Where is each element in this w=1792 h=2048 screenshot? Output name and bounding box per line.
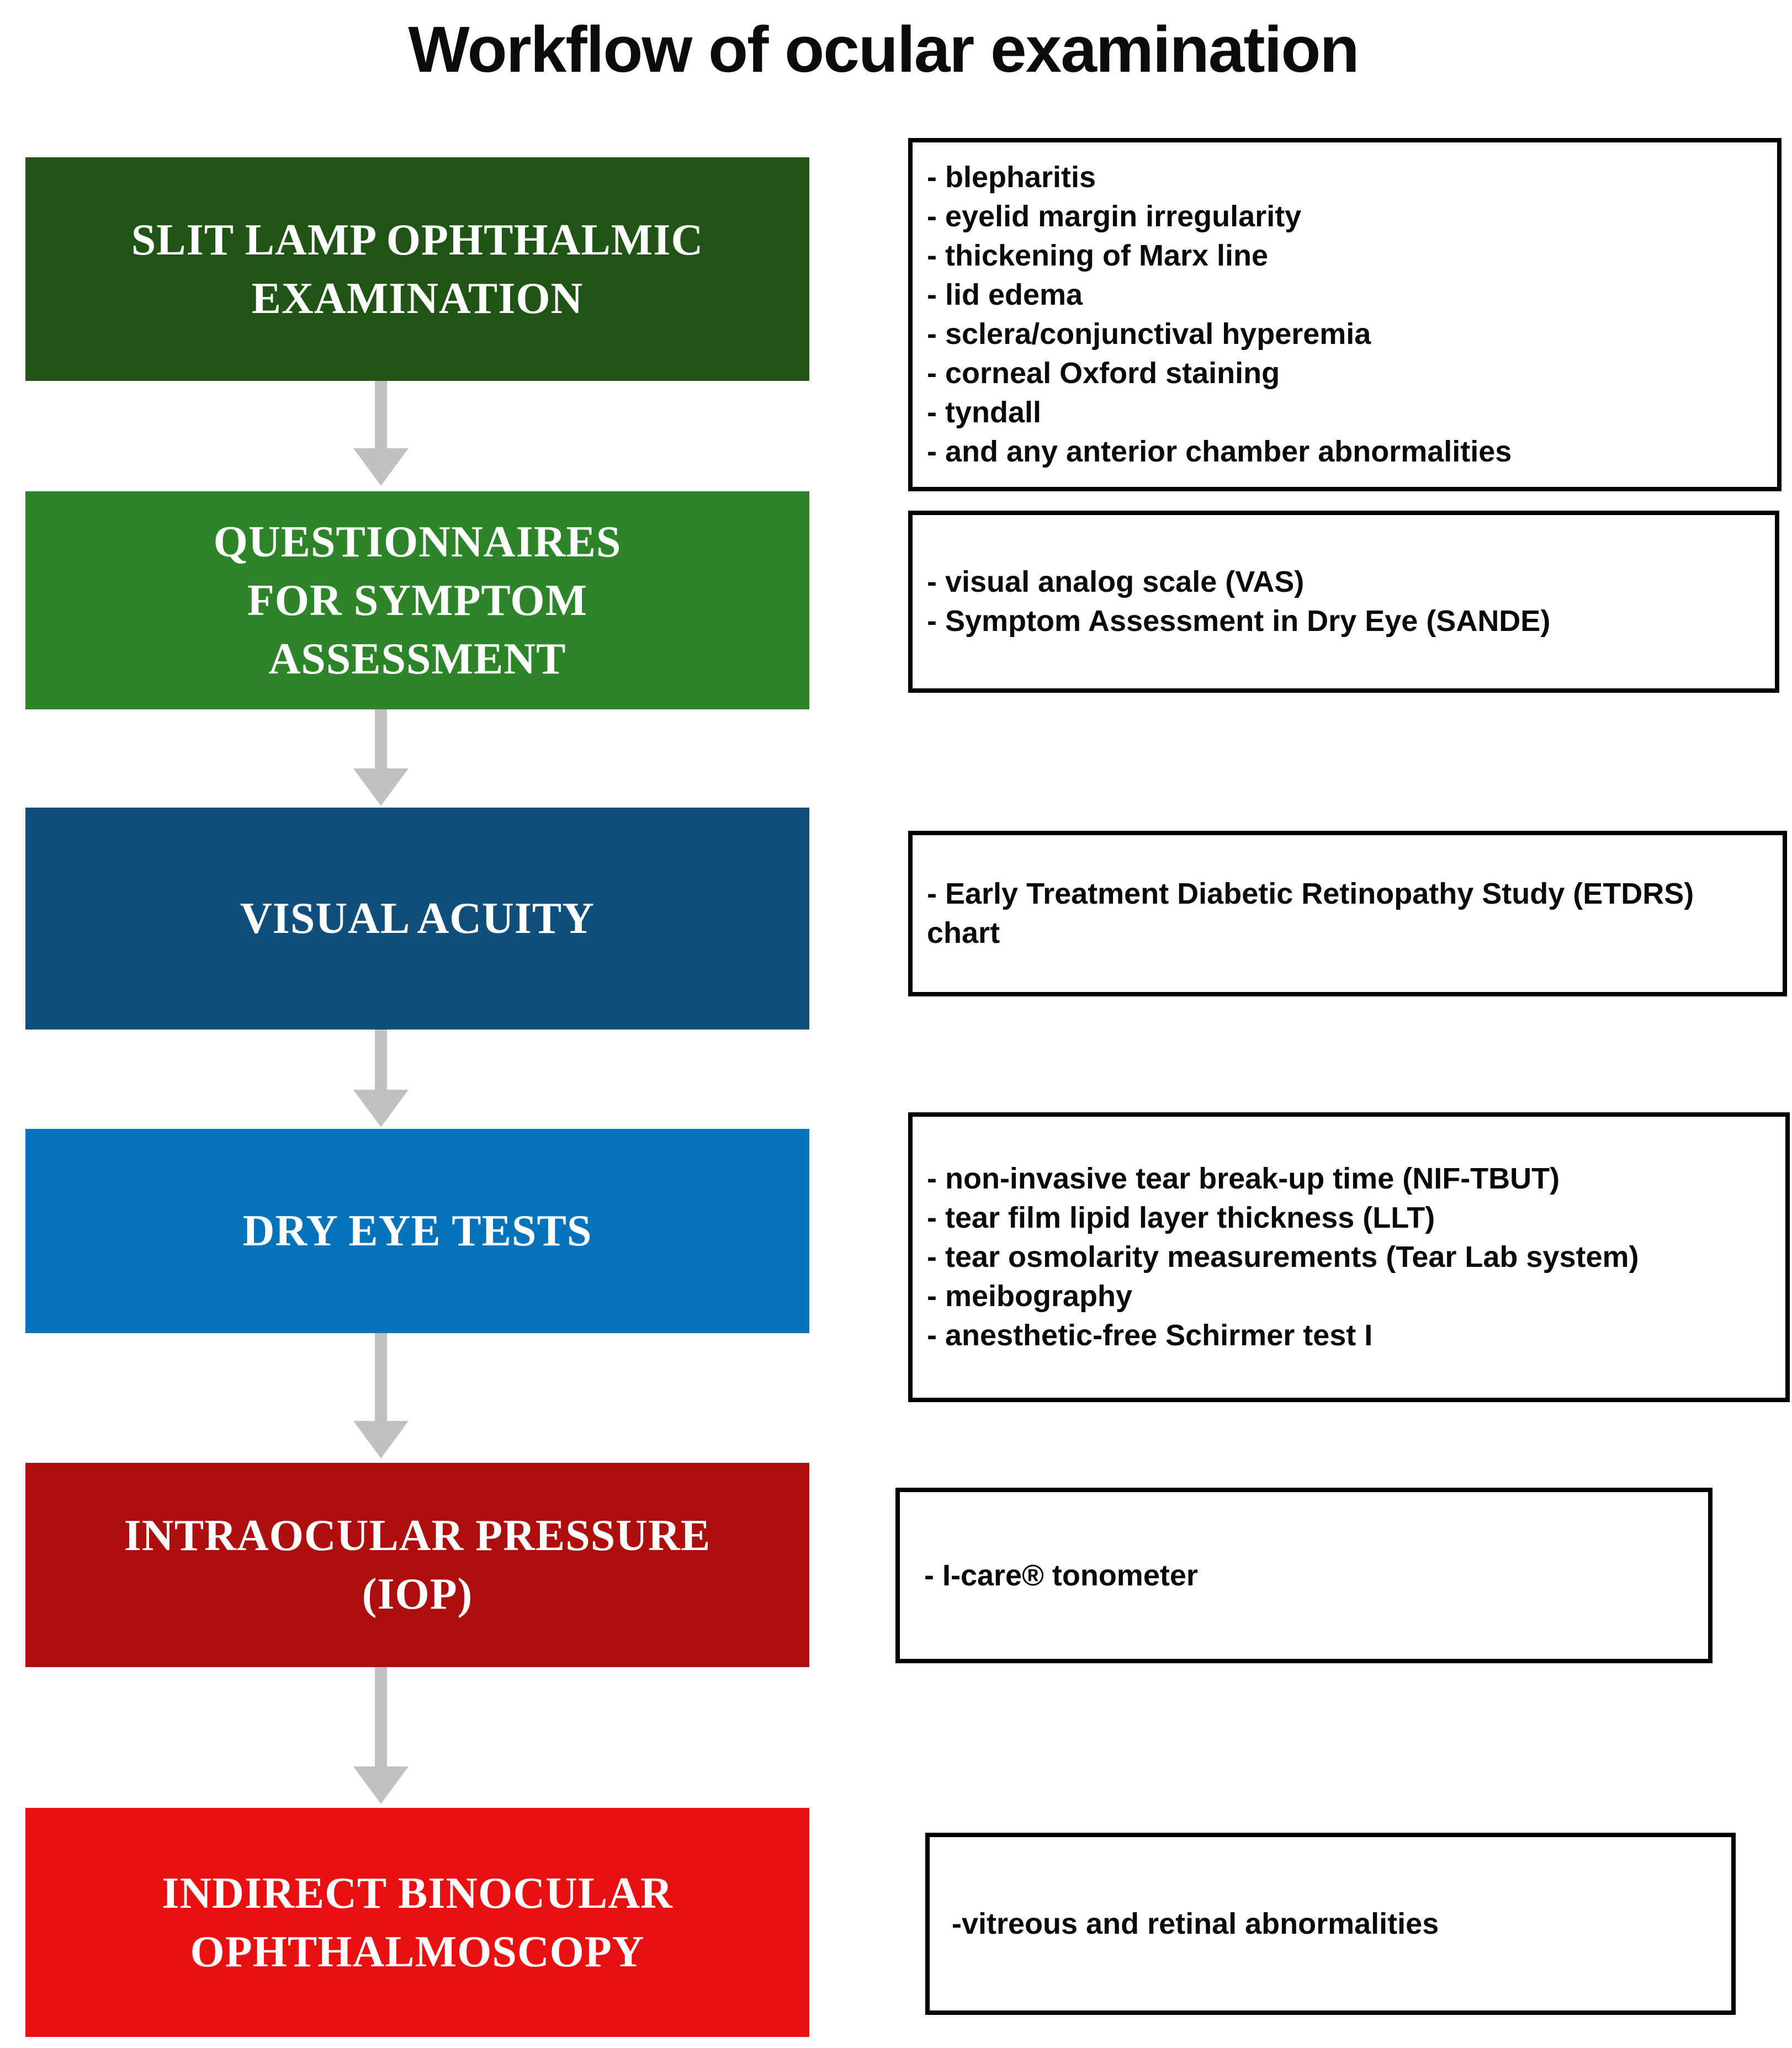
detail-box-dry-eye-tests: - non-invasive tear break-up time (NIF-T…	[908, 1112, 1790, 1402]
detail-item: - tear osmolarity measurements (Tear Lab…	[927, 1240, 1639, 1274]
arrow-down-icon	[353, 1030, 409, 1127]
detail-item: -vitreous and retinal abnormalities	[952, 1907, 1439, 1940]
arrow-head	[353, 1421, 409, 1458]
detail-box-slit-lamp: - blepharitis - eyelid margin irregulari…	[908, 138, 1782, 491]
detail-item: - meibography	[927, 1280, 1133, 1313]
flow-step-symptom-questionnaires: QUESTIONNAIRES FOR SYMPTOM ASSESSMENT	[25, 491, 809, 709]
detail-item: - non-invasive tear break-up time (NIF-T…	[927, 1162, 1560, 1195]
flow-step-dry-eye-tests: DRY EYE TESTS	[25, 1129, 809, 1333]
arrow-down-icon	[353, 1333, 409, 1458]
step-label-line: VISUAL ACUITY	[240, 894, 595, 943]
detail-item: - tear film lipid layer thickness (LLT)	[927, 1201, 1435, 1234]
detail-item: - tyndall	[927, 396, 1042, 429]
detail-box-iop: - I-care® tonometer	[895, 1488, 1713, 1663]
detail-item: - and any anterior chamber abnormalities	[927, 435, 1512, 468]
detail-item: - anesthetic-free Schirmer test I	[927, 1319, 1373, 1352]
step-label-line: SLIT LAMP OPHTHALMIC	[131, 215, 704, 264]
step-label-line: EXAMINATION	[251, 274, 584, 323]
arrow-stem	[375, 709, 387, 768]
detail-item: - blepharitis	[927, 161, 1096, 194]
arrow-down-icon	[353, 1667, 409, 1804]
detail-item: - thickening of Marx line	[927, 239, 1269, 272]
step-label-line: (IOP)	[362, 1570, 473, 1619]
arrow-down-icon	[353, 709, 409, 806]
flow-step-slit-lamp-examination: SLIT LAMP OPHTHALMIC EXAMINATION	[25, 157, 809, 381]
detail-box-ophthalmoscopy: -vitreous and retinal abnormalities	[925, 1833, 1736, 2015]
step-label-line: FOR SYMPTOM	[247, 576, 588, 625]
arrow-head	[353, 768, 409, 806]
step-label-line: ASSESSMENT	[268, 634, 566, 683]
arrow-down-icon	[353, 381, 409, 486]
detail-box-visual-acuity: - Early Treatment Diabetic Retinopathy S…	[908, 831, 1787, 996]
detail-item: - I-care® tonometer	[924, 1558, 1198, 1592]
arrow-stem	[375, 1030, 387, 1090]
arrow-stem	[375, 1333, 387, 1421]
detail-item: - Symptom Assessment in Dry Eye (SANDE)	[927, 604, 1551, 638]
arrow-stem	[375, 381, 387, 448]
step-label-line: QUESTIONNAIRES	[213, 517, 622, 566]
step-label-line: DRY EYE TESTS	[242, 1207, 592, 1255]
detail-item: - lid edema	[927, 278, 1083, 311]
detail-box-questionnaires: - visual analog scale (VAS) - Symptom As…	[908, 511, 1779, 693]
arrow-head	[353, 1766, 409, 1804]
detail-item: - sclera/conjunctival hyperemia	[927, 317, 1371, 351]
arrow-stem	[375, 1667, 387, 1766]
detail-item: - visual analog scale (VAS)	[927, 565, 1305, 598]
flow-step-intraocular-pressure: INTRAOCULAR PRESSURE (IOP)	[25, 1463, 809, 1667]
page-title: Workflow of ocular examination	[408, 13, 1359, 86]
detail-item: - corneal Oxford staining	[927, 357, 1280, 390]
step-label-line: INTRAOCULAR PRESSURE	[124, 1511, 711, 1560]
detail-item: - eyelid margin irregularity	[927, 200, 1302, 233]
detail-item: - Early Treatment Diabetic Retinopathy S…	[927, 877, 1694, 949]
step-label-line: OPHTHALMOSCOPY	[190, 1927, 645, 1976]
arrow-head	[353, 448, 409, 486]
flow-step-visual-acuity: VISUAL ACUITY	[25, 808, 809, 1030]
arrow-head	[353, 1090, 409, 1127]
flow-step-indirect-binocular-ophthalmoscopy: INDIRECT BINOCULAR OPHTHALMOSCOPY	[25, 1808, 809, 2037]
step-label-line: INDIRECT BINOCULAR	[162, 1869, 673, 1918]
